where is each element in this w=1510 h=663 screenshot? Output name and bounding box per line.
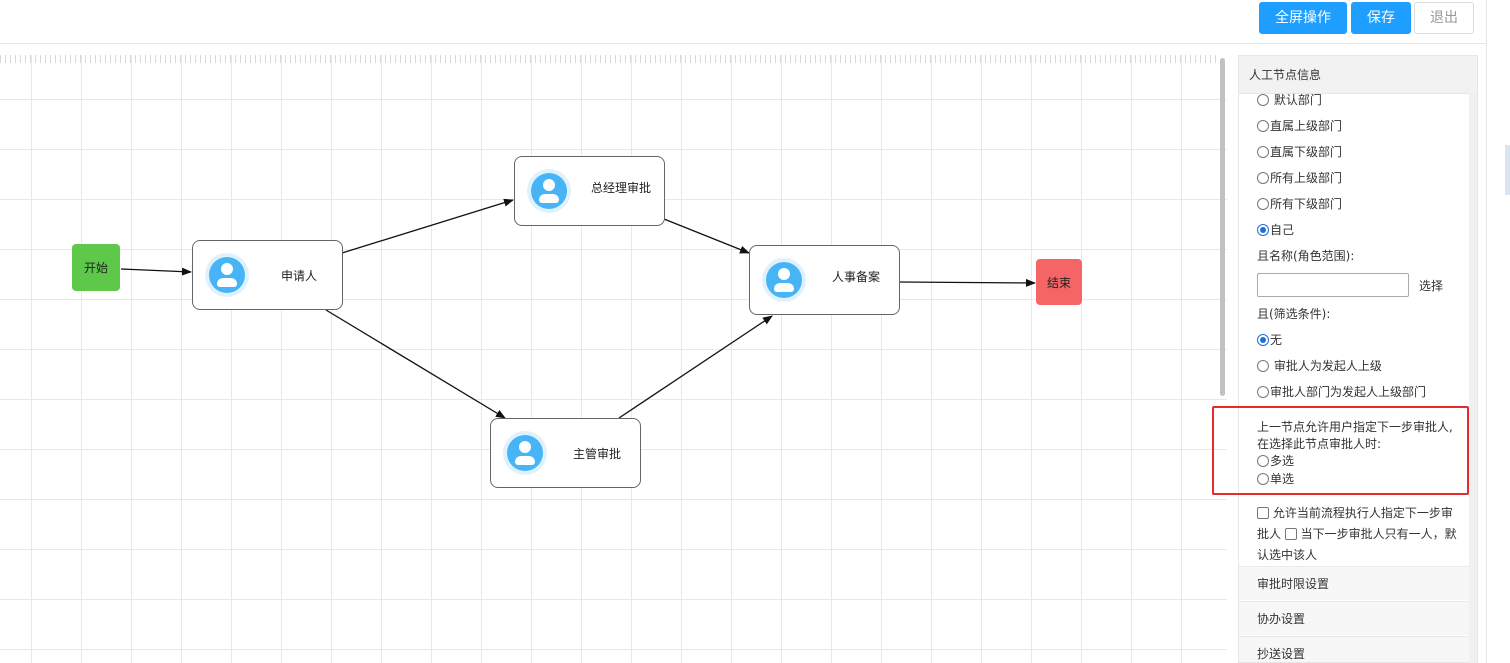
- radio-icon[interactable]: [1257, 473, 1269, 485]
- edge-applicant-to-supervisor: [325, 309, 506, 419]
- node-supervisor-approval[interactable]: 主管审批: [490, 418, 641, 488]
- dept-option-direct-subordinate[interactable]: 直属下级部门: [1257, 142, 1342, 162]
- option-label: 默认部门: [1273, 93, 1322, 107]
- node-label: 申请人: [281, 268, 318, 283]
- option-label: 审批人部门为发起人上级部门: [1270, 385, 1427, 399]
- save-button[interactable]: 保存: [1351, 2, 1411, 34]
- flow-connections: [120, 198, 1036, 419]
- assign-options: 允许当前流程执行人指定下一步审批人 当下一步审批人只有一人，默认选中该人: [1257, 503, 1457, 566]
- top-toolbar: 全屏操作 保存 退出: [0, 0, 1510, 44]
- auto-select-checkbox[interactable]: [1284, 528, 1297, 540]
- edge-applicant-to-gm: [341, 198, 514, 254]
- dept-option-all-subordinate[interactable]: 所有下级部门: [1257, 194, 1342, 214]
- exit-button[interactable]: 退出: [1414, 2, 1474, 34]
- fullscreen-button[interactable]: 全屏操作: [1259, 2, 1347, 34]
- filter-option-superior[interactable]: 审批人为发起人上级: [1257, 356, 1382, 376]
- option-label: 所有上级部门: [1270, 171, 1343, 185]
- radio-icon[interactable]: [1257, 94, 1269, 106]
- panel-scrollbar[interactable]: [1469, 93, 1477, 663]
- collapse-tab[interactable]: [1505, 145, 1510, 195]
- radio-checked-icon[interactable]: [1257, 334, 1269, 346]
- node-property-panel: 人工节点信息 默认部门 直属上级部门 直属下级部门 所有上级部门 所有下级部门 …: [1238, 55, 1478, 663]
- user-avatar-icon: [205, 253, 249, 297]
- canvas-ruler: [0, 55, 1218, 63]
- option-label: 直属下级部门: [1270, 145, 1343, 159]
- radio-icon[interactable]: [1257, 455, 1269, 467]
- option-label: 所有下级部门: [1270, 197, 1343, 211]
- edge-supervisor-to-hr: [618, 315, 773, 419]
- highlight-annotation-box: [1212, 406, 1469, 495]
- radio-icon[interactable]: [1257, 360, 1269, 372]
- radio-icon[interactable]: [1257, 172, 1269, 184]
- start-node[interactable]: 开始: [72, 244, 120, 291]
- user-avatar-icon: [762, 258, 806, 302]
- dept-option-default[interactable]: 默认部门: [1257, 90, 1322, 110]
- radio-icon[interactable]: [1257, 198, 1269, 210]
- dept-option-all-superior[interactable]: 所有上级部门: [1257, 168, 1342, 188]
- user-avatar-icon: [503, 431, 547, 475]
- filter-label: 且(筛选条件):: [1257, 307, 1331, 321]
- radio-icon[interactable]: [1257, 120, 1269, 132]
- panel-body: 默认部门 直属上级部门 直属下级部门 所有上级部门 所有下级部门 自己 且名称(…: [1239, 93, 1477, 662]
- node-applicant[interactable]: 申请人: [192, 240, 343, 310]
- dept-option-self[interactable]: 自己: [1257, 220, 1294, 240]
- option-label: 无: [1270, 333, 1283, 347]
- panel-title: 人工节点信息: [1239, 56, 1477, 94]
- allow-assign-label: 允许当前流程执行人指定下一步审批人: [1257, 506, 1453, 541]
- section-approval-time-limit[interactable]: 审批时限设置: [1239, 566, 1469, 600]
- option-label: 直属上级部门: [1270, 119, 1343, 133]
- edge-hr-to-end: [898, 278, 1036, 287]
- dept-option-direct-superior[interactable]: 直属上级部门: [1257, 116, 1342, 136]
- filter-option-none[interactable]: 无: [1257, 330, 1282, 350]
- radio-icon[interactable]: [1257, 146, 1269, 158]
- role-name-input[interactable]: [1257, 273, 1409, 297]
- filter-option-superior-dept[interactable]: 审批人部门为发起人上级部门: [1257, 382, 1426, 402]
- node-label: 总经理审批: [591, 180, 652, 195]
- edge-start-to-applicant: [120, 267, 192, 276]
- section-co-handling[interactable]: 协办设置: [1239, 601, 1469, 635]
- node-gm-approval[interactable]: 总经理审批: [514, 156, 665, 226]
- user-avatar-icon: [527, 169, 571, 213]
- node-hr-record[interactable]: 人事备案: [749, 245, 900, 315]
- select-mode-single[interactable]: 单选: [1257, 469, 1294, 489]
- radio-icon[interactable]: [1257, 386, 1269, 398]
- section-cc[interactable]: 抄送设置: [1239, 636, 1469, 662]
- node-label: 主管审批: [573, 446, 622, 461]
- select-mode-multi[interactable]: 多选: [1257, 451, 1294, 471]
- edge-gm-to-hr: [663, 218, 750, 254]
- option-label: 多选: [1270, 454, 1295, 468]
- canvas-scrollbar[interactable]: [1220, 58, 1225, 396]
- end-node[interactable]: 结束: [1036, 259, 1082, 305]
- radio-checked-icon[interactable]: [1257, 224, 1269, 236]
- right-edge-strip: [1486, 0, 1510, 663]
- node-label: 人事备案: [832, 269, 881, 284]
- option-label: 单选: [1270, 472, 1295, 486]
- option-label: 审批人为发起人上级: [1273, 359, 1382, 373]
- prev-node-text: 上一节点允许用户指定下一步审批人,: [1257, 420, 1453, 434]
- prev-node-text-2: 在选择此节点审批人时:: [1257, 437, 1382, 451]
- choose-button[interactable]: 选择: [1419, 279, 1444, 293]
- flow-canvas[interactable]: [0, 55, 1227, 663]
- option-label: 自己: [1270, 223, 1295, 237]
- allow-assign-checkbox[interactable]: [1257, 507, 1269, 519]
- name-range-label: 且名称(角色范围):: [1257, 249, 1355, 263]
- auto-select-label: 当下一步审批人只有一人，默认选中该人: [1257, 527, 1457, 562]
